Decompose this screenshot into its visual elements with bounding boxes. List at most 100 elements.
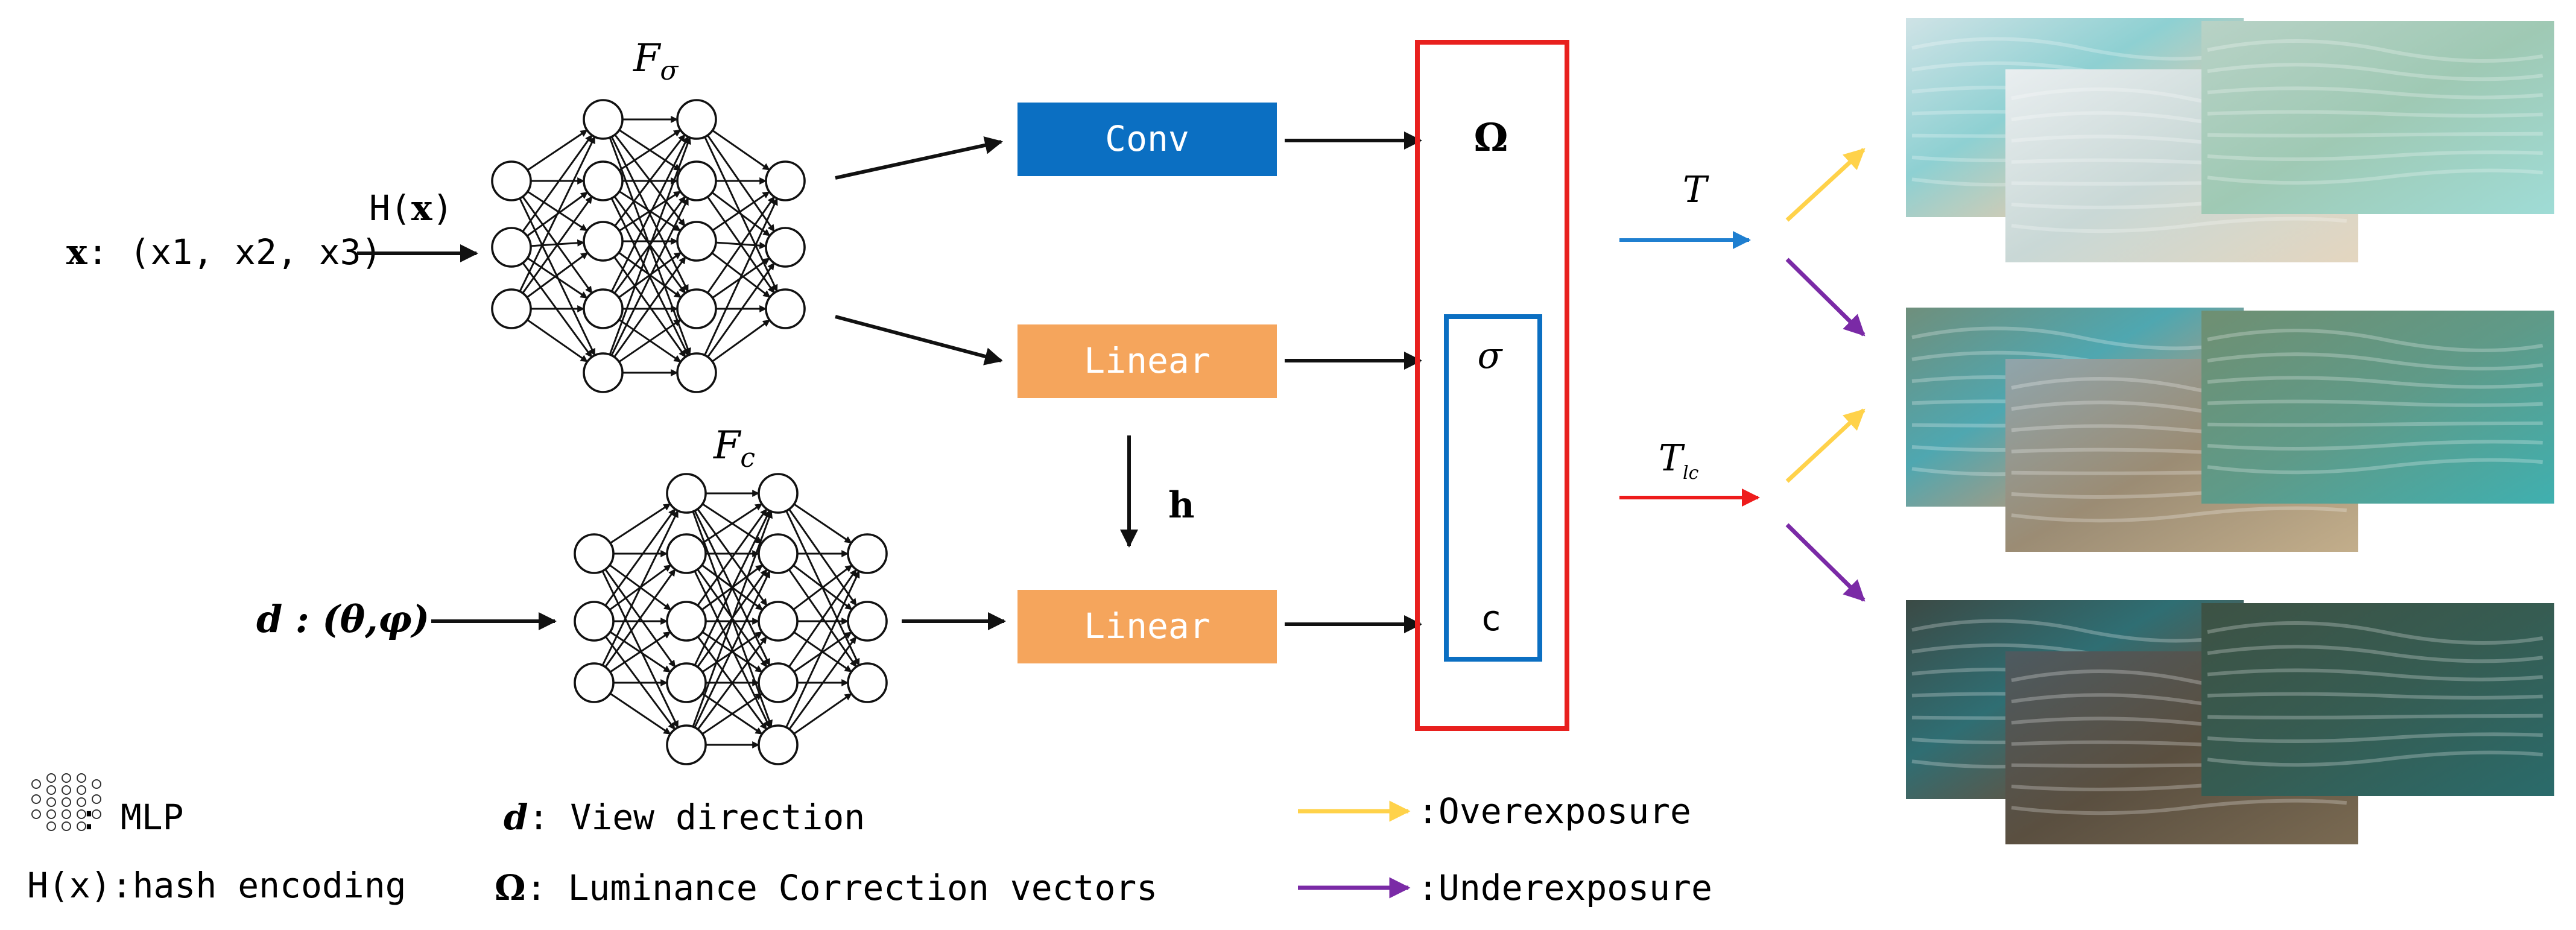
mlp-connection — [519, 136, 596, 292]
input-x-label: x: (x1, x2, x3) — [66, 232, 382, 273]
mlp-connection — [788, 569, 858, 668]
mlp-connection — [619, 191, 682, 232]
mlp-node — [847, 662, 888, 703]
mlp-connection — [618, 318, 682, 363]
legend-d: d: View direction — [504, 797, 865, 838]
mlp-node — [666, 601, 707, 642]
mlp-node — [666, 724, 707, 765]
mlp-node — [676, 352, 717, 393]
landscape-photo — [2201, 603, 2554, 796]
mlp-f-sigma — [491, 99, 806, 393]
input-d-label: d : (θ,φ) — [256, 597, 429, 641]
mlp-node — [583, 221, 624, 262]
output-image-stacks — [1906, 18, 2554, 844]
photo-texture — [2207, 668, 2543, 682]
legend-under-text: :Underexposure — [1417, 867, 1712, 908]
legend-mlp-text: : MLP — [78, 797, 184, 838]
mlp-connection — [701, 503, 763, 544]
mlp-f-c — [574, 473, 888, 765]
mlp-connection — [701, 692, 763, 735]
mlp-legend-node — [31, 809, 41, 819]
photo-texture — [2207, 352, 2543, 371]
mlp-node — [676, 221, 717, 262]
mlp-node — [583, 288, 624, 329]
mlp-legend-node — [77, 773, 86, 783]
arrow-over-2 — [1785, 408, 1866, 483]
mlp-connection — [526, 251, 589, 299]
mlp-connection — [609, 136, 691, 355]
mlp-legend-node — [77, 785, 86, 795]
arrow-mlp-to-conv — [835, 136, 1003, 180]
mlp-node — [574, 662, 615, 703]
mlp-node — [758, 724, 799, 765]
mlp-node — [847, 533, 888, 574]
arrow-over-1 — [1785, 148, 1866, 222]
mlp-connection — [694, 570, 771, 728]
mlp-node — [491, 160, 532, 201]
mlp-legend-icon — [31, 773, 101, 831]
arrow-under-1 — [1785, 258, 1866, 337]
omega-output: Ω — [1474, 115, 1508, 160]
mlp-node — [758, 601, 799, 642]
tlc-label: Tlc — [1659, 437, 1699, 484]
mlp-connection — [618, 129, 682, 171]
mlp-connection — [527, 319, 588, 362]
mlp-legend-node — [46, 821, 56, 831]
mlp-node — [676, 99, 717, 140]
mlp-connection — [793, 631, 852, 673]
mlp-connection — [609, 692, 671, 735]
mlp-connection — [601, 571, 679, 729]
photo-texture — [1911, 326, 2233, 350]
mlp-connection — [522, 262, 593, 358]
mlp-node — [583, 99, 624, 140]
mlp-legend-node — [62, 797, 71, 807]
photo-texture — [2207, 458, 2543, 475]
mlp-connection — [604, 508, 676, 606]
mlp-node — [583, 160, 624, 201]
photo-texture — [2207, 440, 2543, 451]
photo-texture — [1911, 619, 2233, 643]
photo-texture — [2207, 750, 2543, 767]
mlp-legend-node — [62, 821, 71, 831]
legend-hash-text: H(x):hash encoding — [27, 865, 407, 906]
linear-top-block — [1017, 324, 1277, 398]
conv-block-label: Conv — [1105, 118, 1189, 159]
mlp-connection — [788, 636, 857, 730]
output-red-box — [1415, 40, 1569, 731]
photo-texture — [2207, 399, 2543, 407]
mlp-connection — [692, 510, 773, 727]
mlp-node — [765, 160, 806, 201]
photo-texture — [2207, 732, 2543, 743]
mlp-legend-node — [62, 773, 71, 783]
photo-texture — [2011, 217, 2347, 233]
mlp-node — [491, 288, 532, 329]
mlp-connection — [527, 129, 588, 171]
photo-texture — [2207, 376, 2543, 389]
mlp-connection — [711, 191, 771, 237]
mlp-connection — [614, 134, 686, 227]
mlp-connection — [527, 191, 588, 232]
mlp-legend-node — [77, 797, 86, 807]
mlp-legend-node — [62, 785, 71, 795]
mlp-connection — [609, 631, 671, 673]
mlp-legend-node — [31, 779, 41, 789]
conv-block — [1017, 103, 1277, 176]
linear-bottom-label: Linear — [1084, 606, 1210, 647]
mlp-legend-node — [46, 773, 56, 783]
legend-omega: Ω: Luminance Correction vectors — [495, 867, 1157, 908]
mlp-node — [583, 352, 624, 393]
landscape-photo — [2201, 21, 2554, 214]
photo-texture — [2207, 110, 2543, 118]
mlp-connection — [609, 503, 671, 544]
photo-texture — [2207, 621, 2543, 645]
mlp-node — [666, 473, 707, 514]
hash-encoding-label: H(x) — [369, 188, 453, 229]
photo-texture — [1911, 37, 2233, 61]
mlp-node — [765, 227, 806, 268]
photo-texture — [2207, 645, 2543, 663]
mlp-legend-node — [46, 785, 56, 795]
mlp-connection — [601, 510, 679, 666]
f-c-label: Fc — [713, 423, 755, 473]
arrow-under-2 — [1785, 523, 1866, 602]
